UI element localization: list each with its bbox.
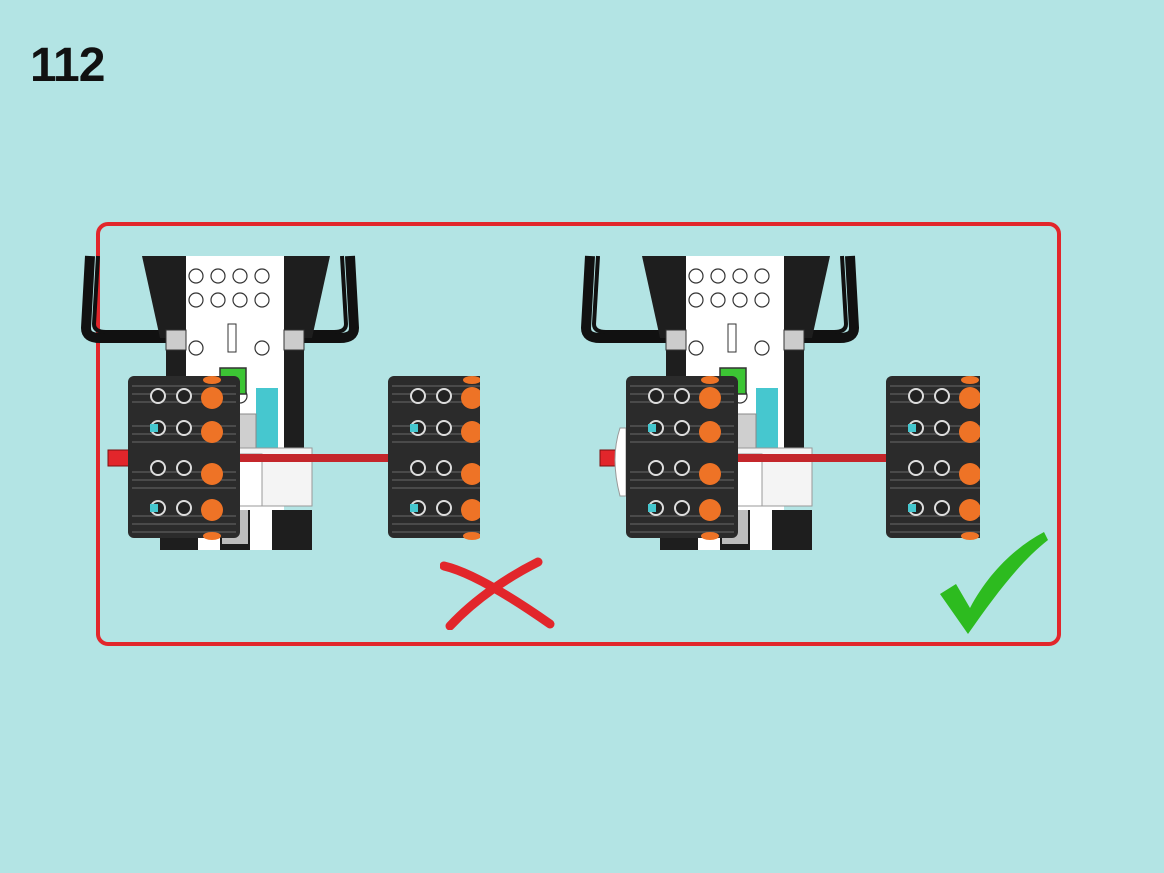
illustration-wrong-alignment [20,240,480,580]
illustration-correct-alignment [520,240,980,580]
check-mark-icon [940,532,1048,634]
cross-mark-icon [440,557,555,630]
comparison-frame [96,222,1061,646]
step-number: 112 [30,39,105,92]
